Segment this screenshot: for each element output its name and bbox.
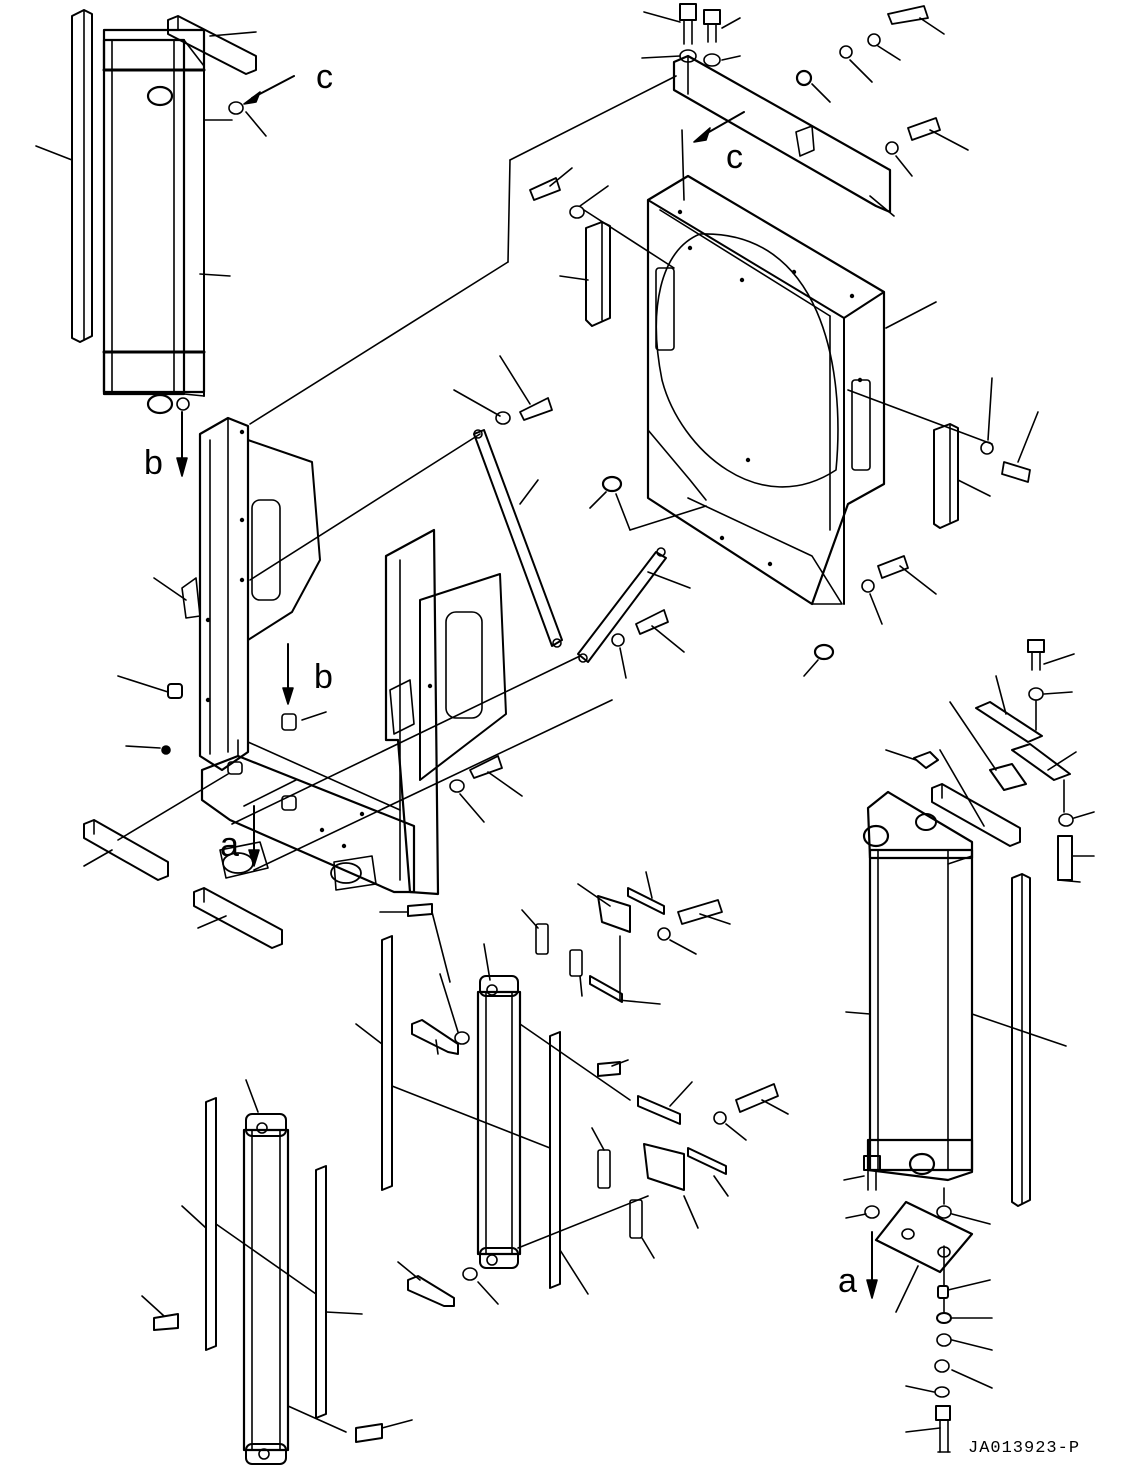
fan-shroud [529,167,1039,677]
callout-b-top: b [144,444,163,482]
callout-c-top: c [316,58,333,96]
radiator-core-top-left [35,9,295,477]
oil-cooler-center [355,871,789,1307]
callout-a-right: a [838,1262,857,1300]
radiator-frame-center-left [117,75,677,896]
seal-strips-frame [83,819,283,949]
callout-a-left: a [220,826,239,864]
drawing-number: JA013923-P [968,1439,1080,1458]
stay-rods [449,355,691,823]
callout-c-box: c [726,138,743,176]
callout-b-mid: b [314,658,333,696]
callout-letters: c c b b a a JA013923-P [144,58,1080,1458]
top-bracket [641,3,969,217]
charge-air-cooler-right [843,639,1095,1453]
aftercooler-bottom-left [141,1079,413,1465]
